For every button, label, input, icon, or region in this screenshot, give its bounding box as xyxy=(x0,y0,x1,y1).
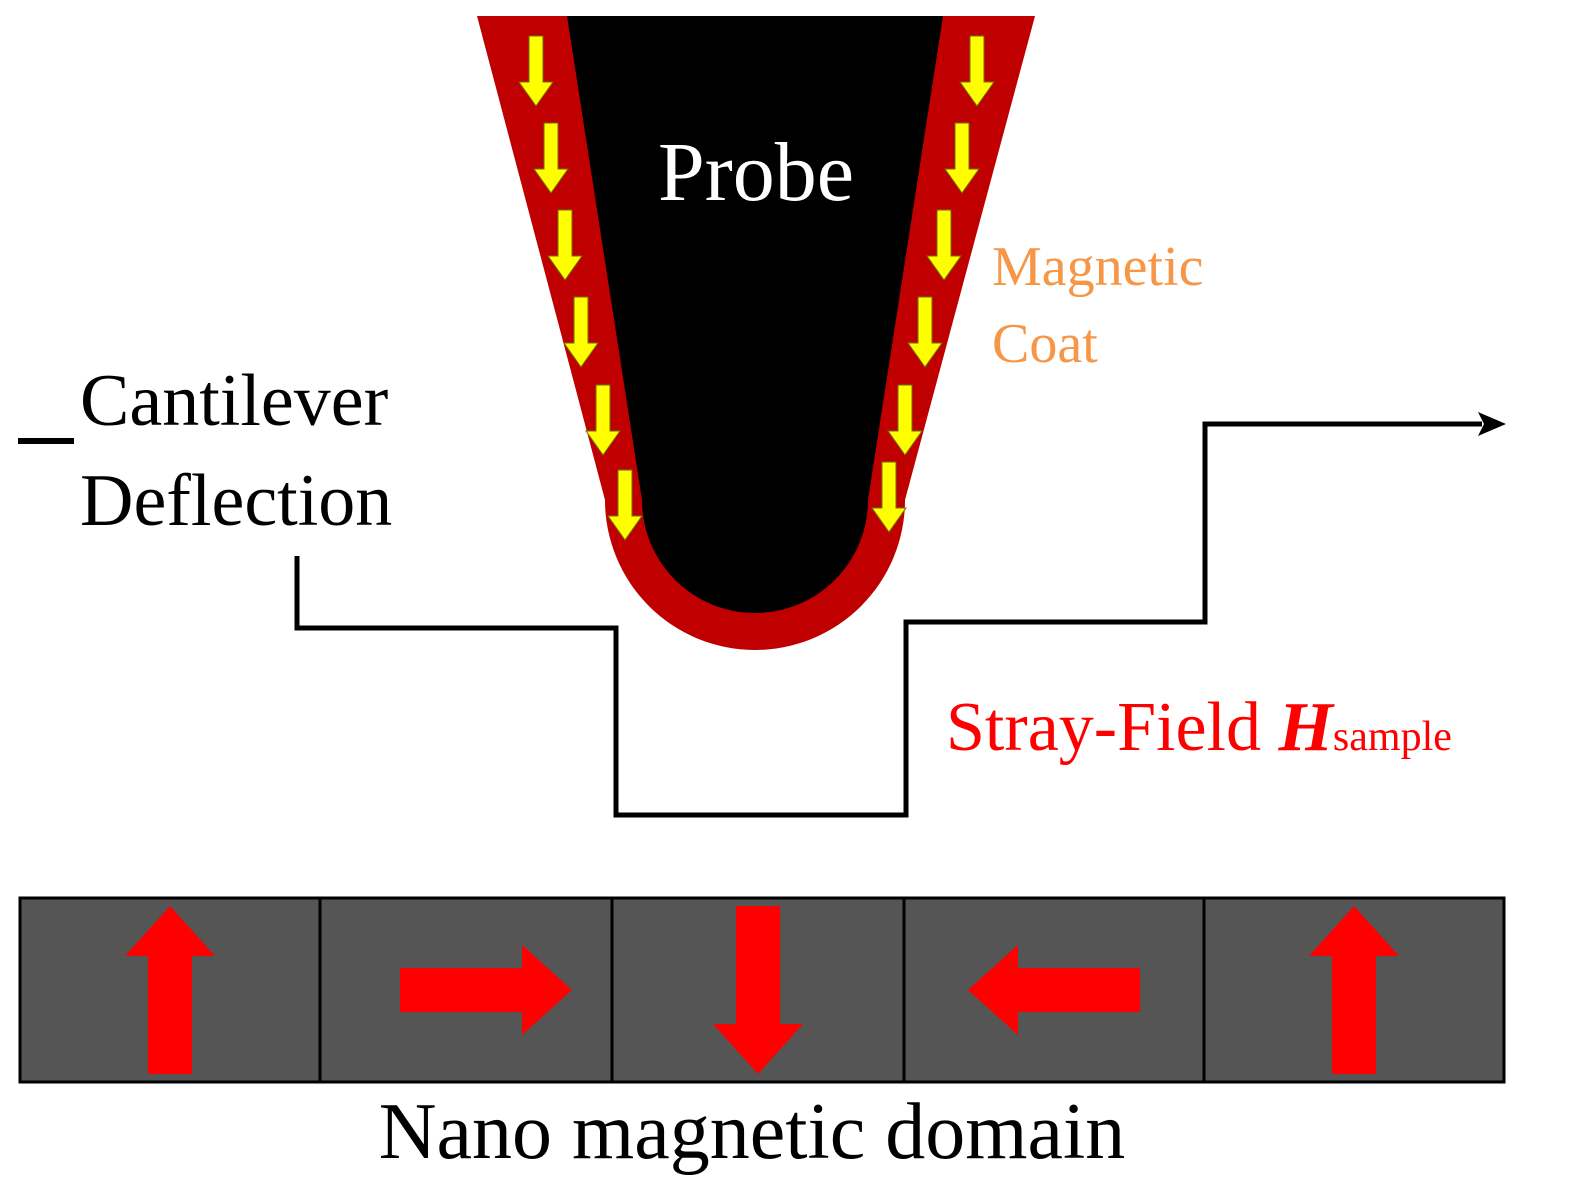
coat-arrow-right-6 xyxy=(871,461,907,533)
probe-core xyxy=(567,16,943,613)
coat-arrows xyxy=(518,35,995,541)
coat-arrow-left-3 xyxy=(547,209,583,281)
domain-caption: Nano magnetic domain xyxy=(379,1088,1125,1176)
coat-arrow-right-1 xyxy=(959,35,995,107)
coat-arrow-left-4 xyxy=(563,296,599,368)
magnetic-coat-label: Magnetic Coat xyxy=(992,236,1217,375)
stray-field-symbol: H xyxy=(1277,689,1335,766)
coat-arrow-left-6 xyxy=(607,469,643,541)
deflection-signal xyxy=(294,412,1506,818)
domain-2-right-arrow xyxy=(400,945,572,1035)
stray-field-subscript: sample xyxy=(1333,714,1452,760)
coat-arrow-left-5 xyxy=(585,384,621,456)
coat-arrow-right-5 xyxy=(887,384,923,456)
coat-arrow-left-1 xyxy=(518,35,554,107)
cantilever-label-line1: Cantilever xyxy=(80,360,388,442)
cantilever-label: Cantilever Deflection xyxy=(80,360,407,542)
coat-arrow-left-2 xyxy=(533,122,569,194)
coat-arrow-right-3 xyxy=(926,209,962,281)
stray-field-label: Stray-Field Hsample xyxy=(946,689,1452,766)
probe-label: Probe xyxy=(658,126,854,219)
domain-1-up-arrow xyxy=(125,906,215,1074)
stray-field-prefix: Stray-Field xyxy=(946,689,1278,766)
domain-4-left-arrow xyxy=(968,945,1140,1035)
magnetic-coat-label-line2: Coat xyxy=(992,313,1098,375)
deflection-trace xyxy=(294,421,1482,818)
coat-arrow-right-4 xyxy=(907,296,943,368)
domain-5-up-arrow xyxy=(1309,906,1399,1074)
probe: Probe xyxy=(477,16,1035,650)
domain-3-down-arrow xyxy=(713,906,803,1074)
domain-bar xyxy=(18,896,1506,1084)
coat-arrow-right-2 xyxy=(944,122,980,194)
cantilever-label-line2: Deflection xyxy=(80,460,392,542)
deflection-arrowhead xyxy=(1478,412,1506,436)
magnetic-coat-label-line1: Magnetic xyxy=(992,236,1203,298)
